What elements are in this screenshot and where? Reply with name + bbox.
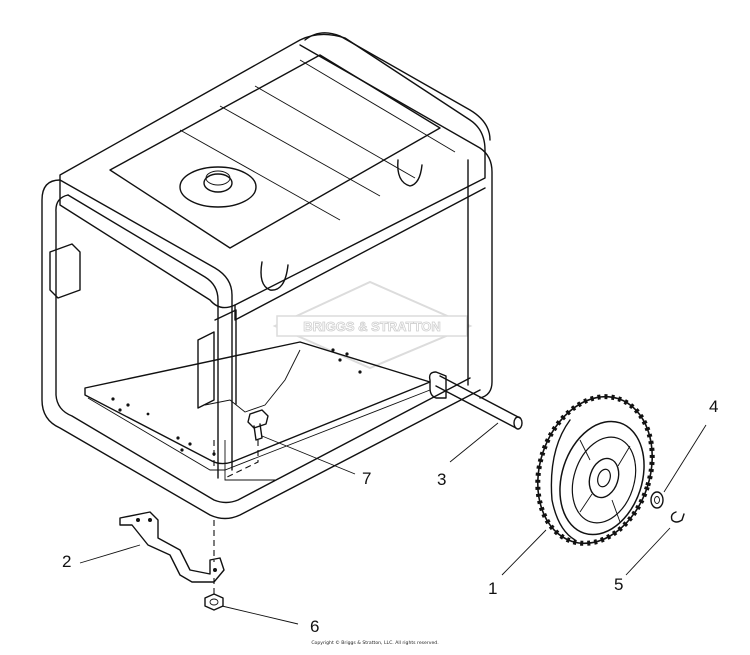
- axle: [428, 371, 523, 430]
- callout-7: 7: [362, 469, 372, 488]
- leader-4: [663, 424, 707, 493]
- callout-1: 1: [488, 579, 498, 598]
- leader-lines: [79, 422, 707, 625]
- callout-3: 3: [437, 470, 447, 489]
- leader-1: [501, 529, 547, 576]
- leader-6: [221, 605, 299, 625]
- retaining-clip: [670, 511, 685, 523]
- callout-5: 5: [614, 575, 624, 594]
- generator-frame: [41, 32, 493, 520]
- leader-2: [79, 544, 141, 564]
- callout-4: 4: [709, 397, 719, 416]
- leader-3: [449, 422, 499, 463]
- nut: [204, 578, 224, 611]
- watermark-logo: BRIGGS & STRATTON: [272, 280, 473, 370]
- bolt: [213, 409, 269, 479]
- wheel: [535, 394, 655, 546]
- callout-2: 2: [62, 552, 72, 571]
- copyright-notice: Copyright © Briggs & Stratton, LLC. All …: [311, 641, 439, 646]
- leader-7: [261, 435, 356, 475]
- callout-6: 6: [310, 617, 320, 636]
- foot-bracket: [119, 511, 225, 583]
- washer: [650, 491, 664, 509]
- watermark-text: BRIGGS & STRATTON: [303, 319, 440, 334]
- leader-5: [625, 527, 671, 576]
